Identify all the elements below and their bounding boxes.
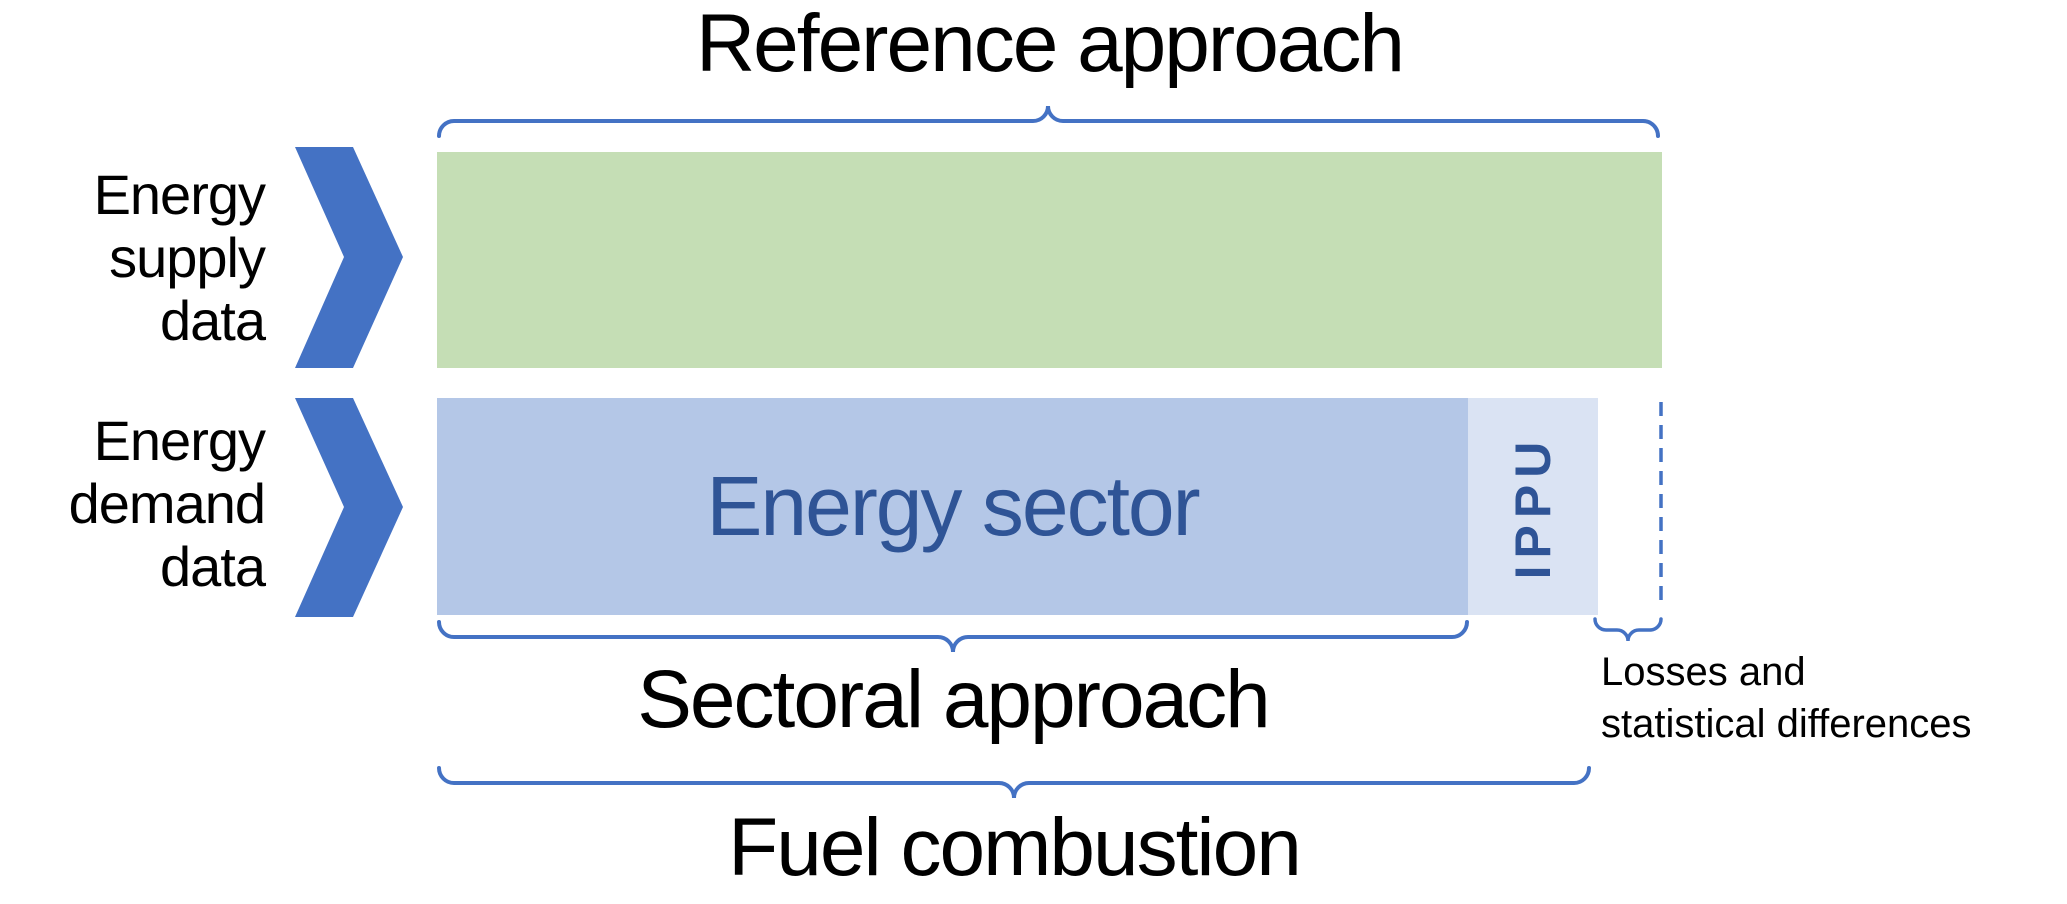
supply-chevron-right-icon: [295, 147, 403, 368]
demand-chevron-right-icon: [295, 398, 403, 617]
fuel-combustion-label: Fuel combustion: [728, 802, 1302, 893]
fuel-combustion-brace: [437, 766, 1591, 799]
sectoral-approach-label: Sectoral approach: [637, 654, 1271, 745]
supply-chevron-shape: [295, 147, 403, 368]
sectoral-brace-path: [437, 620, 1469, 653]
losses-label-line1: Losses and: [1601, 650, 1806, 694]
energy-demand-label-line2: demand: [68, 472, 266, 535]
reference-approach-title: Reference approach: [695, 0, 1405, 89]
energy-supply-label-line2: supply: [109, 226, 266, 289]
fuel-combustion-brace-path: [437, 766, 1591, 799]
losses-label-line2: statistical differences: [1601, 702, 1972, 746]
energy-sector-label: Energy sector: [706, 459, 1200, 553]
reference-brace-path: [437, 105, 1660, 138]
demand-chevron-shape: [295, 398, 403, 617]
energy-demand-bar-fill: [437, 398, 1468, 615]
energy-demand-label-line1: Energy: [93, 409, 266, 472]
ippu-label: IPPU: [1505, 434, 1561, 579]
losses-brace-path: [1593, 617, 1663, 642]
energy-supply-label-line3: data: [160, 289, 266, 352]
sectoral-brace: [437, 620, 1469, 653]
reference-brace: [437, 105, 1660, 138]
losses-dashed-line: [1659, 402, 1663, 607]
ippu-section-fill: [1468, 398, 1598, 615]
energy-demand-bar: Energy sector: [437, 398, 1468, 615]
losses-label: Losses and statistical differences: [1601, 646, 2067, 750]
energy-supply-label: Energy supply data: [20, 163, 266, 352]
energy-demand-label-line3: data: [160, 535, 266, 598]
losses-brace: [1593, 617, 1663, 642]
energy-demand-label: Energy demand data: [20, 409, 266, 598]
energy-supply-bar: [437, 152, 1662, 368]
energy-supply-label-line1: Energy: [93, 163, 266, 226]
ippu-section: IPPU: [1468, 398, 1598, 615]
energy-supply-bar-fill: [437, 152, 1662, 368]
